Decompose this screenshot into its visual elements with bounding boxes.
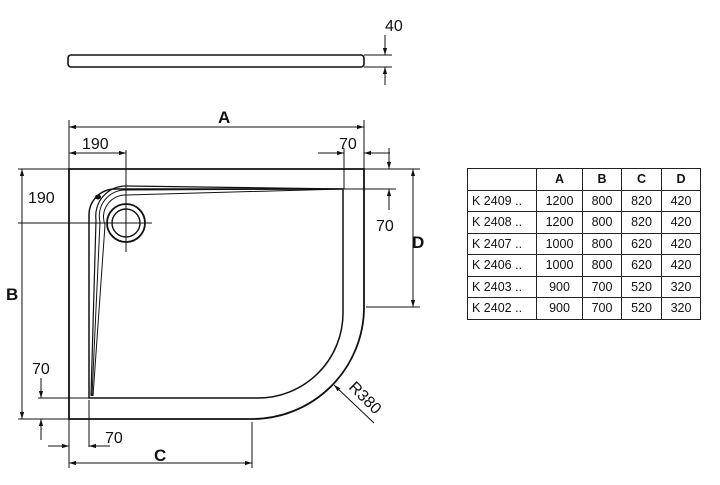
- tray-basin: [88, 188, 344, 399]
- table-header: A: [536, 168, 583, 191]
- table-cell: K 2402 ..: [467, 297, 537, 320]
- table-header: [467, 168, 537, 191]
- table-cell: 1200: [536, 189, 583, 212]
- table-cell: K 2407 ..: [467, 232, 537, 255]
- table-cell: 420: [661, 232, 701, 255]
- table-cell: 700: [582, 275, 622, 298]
- table-cell: 800: [582, 232, 622, 255]
- dim-rim-right: 70: [376, 218, 394, 235]
- table-cell: 1000: [536, 232, 583, 255]
- table-cell: K 2403 ..: [467, 275, 537, 298]
- table-header: B: [582, 168, 622, 191]
- table-cell: 900: [536, 297, 583, 320]
- table-cell: 800: [582, 254, 622, 277]
- table-cell: 700: [582, 297, 622, 320]
- tray-outline: [68, 168, 365, 420]
- table-cell: K 2409 ..: [467, 189, 537, 212]
- dim-label-c: C: [154, 446, 166, 465]
- table-header: C: [621, 168, 662, 191]
- table-cell: 320: [661, 297, 701, 320]
- table-cell: 820: [621, 189, 662, 212]
- table-cell: 800: [582, 189, 622, 212]
- table-cell: 420: [661, 189, 701, 212]
- tray-side-profile: [67, 54, 365, 68]
- dim-rim-left-bottom: 70: [32, 361, 50, 378]
- table-cell: 800: [582, 211, 622, 234]
- dim-label-b: B: [6, 285, 18, 304]
- dim-rim-bottom-left: 70: [105, 430, 123, 447]
- dim-label-a: A: [218, 108, 230, 127]
- dim-drain-x: 190: [82, 136, 109, 153]
- table-header-row: A B C D: [467, 168, 701, 191]
- table-cell: 620: [621, 254, 662, 277]
- dim-radius: R380: [345, 379, 384, 418]
- table-cell: 620: [621, 232, 662, 255]
- table-cell: 820: [621, 211, 662, 234]
- dim-thickness: 40: [385, 18, 403, 35]
- table-cell: 320: [661, 275, 701, 298]
- table-cell: K 2408 ..: [467, 211, 537, 234]
- dim-drain-y: 190: [28, 190, 55, 207]
- table-cell: 520: [621, 297, 662, 320]
- table-cell: K 2406 ..: [467, 254, 537, 277]
- dim-rim-top-right: 70: [339, 136, 357, 153]
- table-header: D: [661, 168, 701, 191]
- table-cell: 520: [621, 275, 662, 298]
- table-cell: 420: [661, 254, 701, 277]
- table-cell: 420: [661, 211, 701, 234]
- table-cell: 900: [536, 275, 583, 298]
- table-cell: 1000: [536, 254, 583, 277]
- table-cell: 1200: [536, 211, 583, 234]
- dim-label-d: D: [412, 233, 424, 252]
